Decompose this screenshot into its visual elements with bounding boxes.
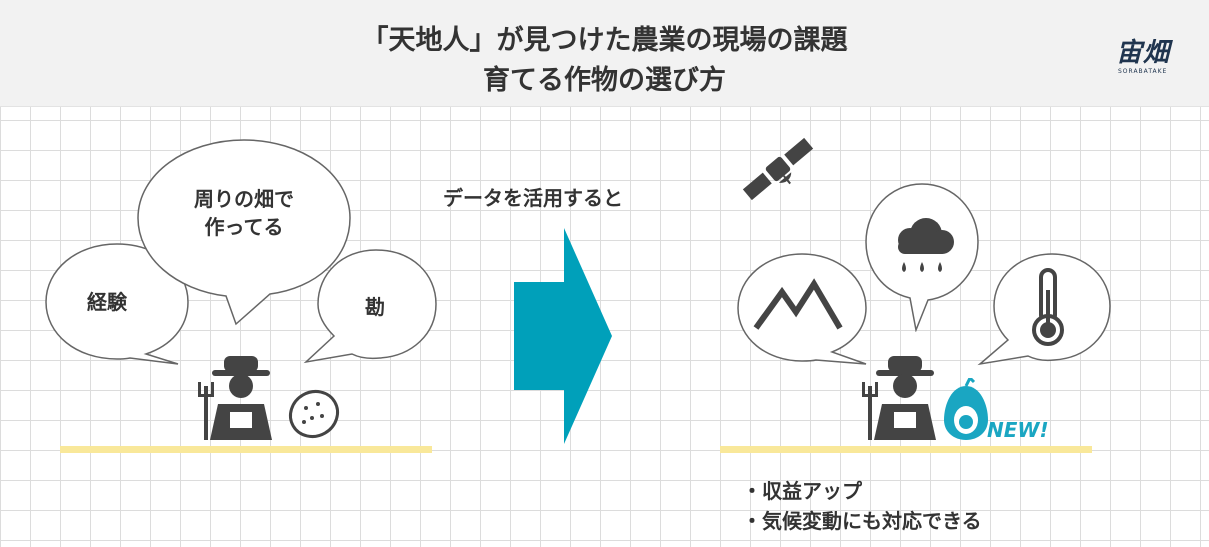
benefit-item: ・収益アップ: [742, 479, 862, 503]
bubble-text-neighbors-line1: 周りの畑で: [194, 187, 294, 211]
speech-bubble-terrain: [737, 253, 867, 365]
page-subtitle: 育てる作物の選び方: [483, 65, 726, 96]
speech-bubble-neighbors: [137, 139, 351, 326]
logo-text: 宙畑: [1116, 38, 1171, 68]
speech-bubble-intuition: [303, 249, 437, 364]
benefit-item: ・気候変動にも対応できる: [742, 509, 982, 533]
ground-line-right: [720, 446, 1092, 453]
rain-cloud-icon: [898, 218, 954, 272]
satellite-icon: [742, 137, 814, 201]
bubble-text-experience: 経験: [87, 290, 127, 314]
logo: 宙畑 SORABATAKE: [1108, 30, 1186, 78]
mountain-icon: [753, 278, 843, 330]
potato-icon: [288, 389, 340, 439]
ground-line-left: [60, 446, 432, 453]
avocado-icon: [944, 378, 988, 440]
farmer-icon: [198, 356, 272, 440]
new-badge: NEW!: [987, 418, 1049, 442]
speech-bubble-experience: [45, 243, 189, 365]
speech-bubble-weather: [865, 183, 979, 332]
thermometer-icon: [1032, 268, 1064, 346]
arrow-right-icon: [514, 228, 612, 444]
farmer-icon-right: [862, 356, 936, 440]
header: 「天地人」が見つけた農業の現場の課題 育てる作物の選び方 宙畑 SORABATA…: [0, 0, 1209, 107]
bubble-text-intuition: 勘: [365, 295, 385, 319]
logo-subtext: SORABATAKE: [1118, 68, 1168, 75]
page-title: 「天地人」が見つけた農業の現場の課題: [361, 25, 848, 56]
data-usage-label: データを活用すると: [443, 186, 623, 210]
benefits-list: ・収益アップ ・気候変動にも対応できる: [742, 476, 982, 536]
bubble-text-neighbors-line2: 作ってる: [204, 215, 284, 239]
